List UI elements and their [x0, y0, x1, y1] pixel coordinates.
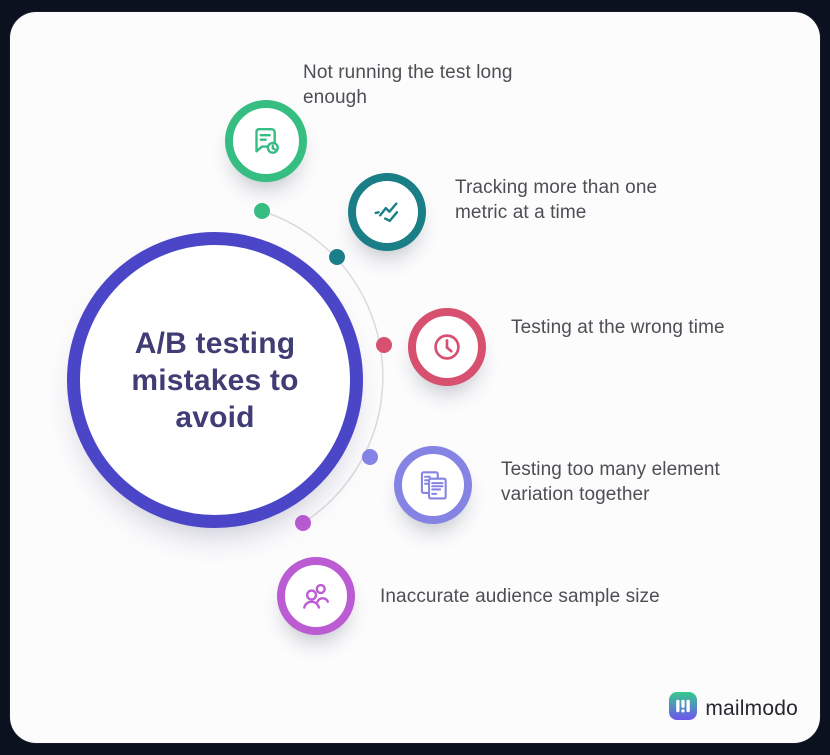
label-not-running-long-enough: Not running the test long enough: [303, 62, 513, 108]
label-inaccurate-sample-size: Inaccurate audience sample size: [380, 586, 660, 607]
page-title: A/B testing mistakes to avoid: [131, 326, 299, 434]
connector-dot-1: [254, 203, 270, 219]
metric-zigzag-icon: [369, 194, 405, 230]
mailmodo-logo-icon: [669, 692, 698, 725]
infographic-card: A/B testing mistakes to avoid Not runnin…: [10, 12, 820, 743]
note-clock-icon: [247, 122, 285, 160]
documents-icon: [414, 466, 452, 504]
connector-dot-2: [329, 249, 345, 265]
badge-inaccurate-sample-size: [277, 557, 355, 635]
connector-dot-5: [295, 515, 311, 531]
connector-dot-3: [376, 337, 392, 353]
label-tracking-multiple-metrics: Tracking more than one metric at a time: [455, 177, 658, 223]
people-icon: [297, 577, 335, 615]
badge-too-many-variations: [394, 446, 472, 524]
connector-dot-4: [362, 449, 378, 465]
badge-tracking-multiple-metrics: [348, 173, 426, 251]
label-too-many-variations: Testing too many element variation toget…: [501, 459, 720, 505]
central-topic-circle: A/B testing mistakes to avoid: [67, 232, 363, 528]
brand-lockup: mailmodo: [669, 692, 798, 725]
brand-name: mailmodo: [705, 696, 798, 720]
badge-not-running-long-enough: [225, 100, 307, 182]
clock-icon: [428, 328, 466, 366]
badge-testing-wrong-time: [408, 308, 486, 386]
label-testing-wrong-time: Testing at the wrong time: [511, 317, 725, 338]
